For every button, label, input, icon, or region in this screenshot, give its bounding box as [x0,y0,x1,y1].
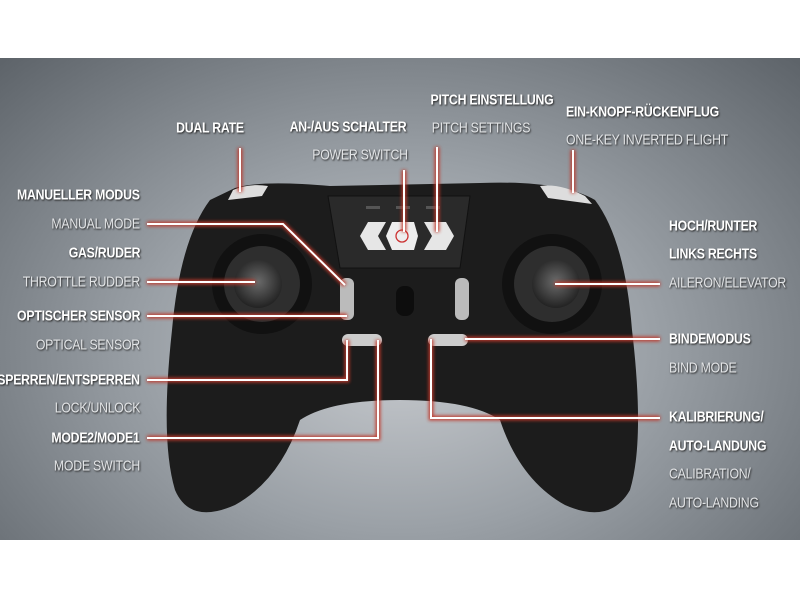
label-pitch-de: PITCH EINSTELLUNG [430,91,554,109]
label-inverted-en: ONE-KEY INVERTED FLIGHT [566,131,729,149]
label-calib-de-1: KALIBRIERUNG/ [669,408,764,426]
label-manual-en: MANUAL MODE [51,215,141,233]
label-lock-en: LOCK/UNLOCK [54,399,141,417]
top-buttons [360,206,454,250]
right-joystick [502,234,602,334]
label-calib-en-1: CALIBRATION/ [669,465,751,483]
left-joystick [212,234,312,334]
label-throttle-en: THROTTLE RUDDER [22,273,141,291]
label-bind-en: BIND MODE [669,359,737,377]
label-manual-de: MANUELLER MODUS [17,186,140,204]
label-mode-de: MODE2/MODE1 [51,429,140,447]
label-power-de: AN-/AUS SCHALTER [289,118,407,136]
label-bind-de: BINDEMODUS [669,330,751,348]
center-switches [340,278,469,346]
label-lock-de: SPERREN/ENTSPERREN [0,371,140,389]
label-optical-de: OPTISCHER SENSOR [16,307,140,325]
label-power-en: POWER SWITCH [312,146,408,164]
label-aileron-de-1: HOCH/RUNTER [669,217,758,235]
label-calib-en-2: AUTO-LANDING [669,494,759,512]
label-inverted-de: EIN-KNOPF-RÜCKENFLUG [566,103,719,121]
leader-lines [147,147,660,441]
label-dual-rate: DUAL RATE [176,119,244,137]
label-throttle-de: GAS/RUDER [68,244,140,262]
label-mode-en: MODE SWITCH [53,457,140,475]
label-pitch-en: PITCH SETTINGS [431,119,531,137]
label-aileron-de-2: LINKS RECHTS [669,245,757,263]
label-calib-de-2: AUTO-LANDUNG [669,437,767,455]
label-aileron-en: AILERON/ELEVATOR [669,274,787,292]
label-optical-en: OPTICAL SENSOR [35,336,140,354]
